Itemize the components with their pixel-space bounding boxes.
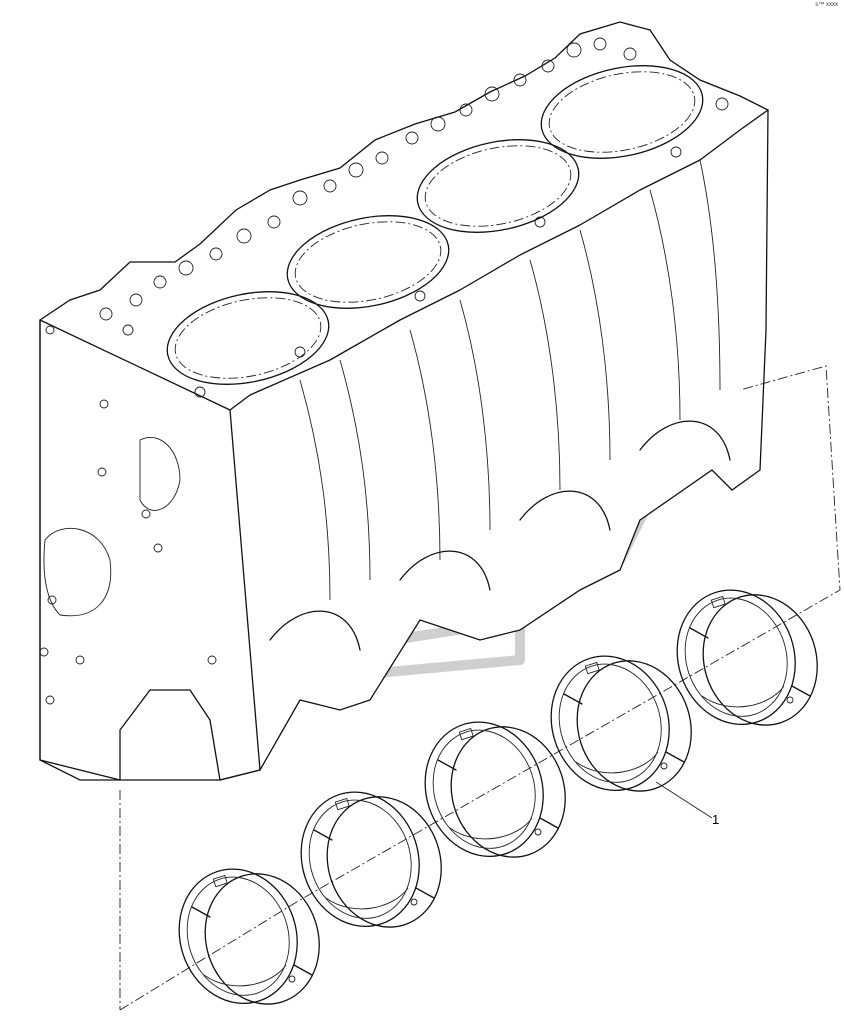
bearing-shell <box>424 721 566 858</box>
bearing-shell <box>300 791 442 928</box>
corner-code: s™ xxxx <box>815 2 838 8</box>
block-front-face <box>39 319 261 781</box>
front-bolt-holes <box>39 325 217 705</box>
callout-leader-line <box>655 781 713 819</box>
cylinder-block <box>39 21 769 781</box>
crankshaft-axis-line <box>119 365 841 1011</box>
cylinder-bores <box>166 65 704 385</box>
front-bore-opening <box>43 527 112 617</box>
deck-holes <box>99 37 729 398</box>
bearing-shell <box>676 589 818 726</box>
bearing-shell <box>178 868 320 1005</box>
main-bearing-shells <box>178 589 818 1005</box>
block-top-deck <box>39 21 769 781</box>
bearing-shell <box>550 655 692 792</box>
main-bearing-saddles <box>269 420 731 651</box>
side-ribs <box>299 159 721 601</box>
callout-label: 1 <box>712 812 720 827</box>
